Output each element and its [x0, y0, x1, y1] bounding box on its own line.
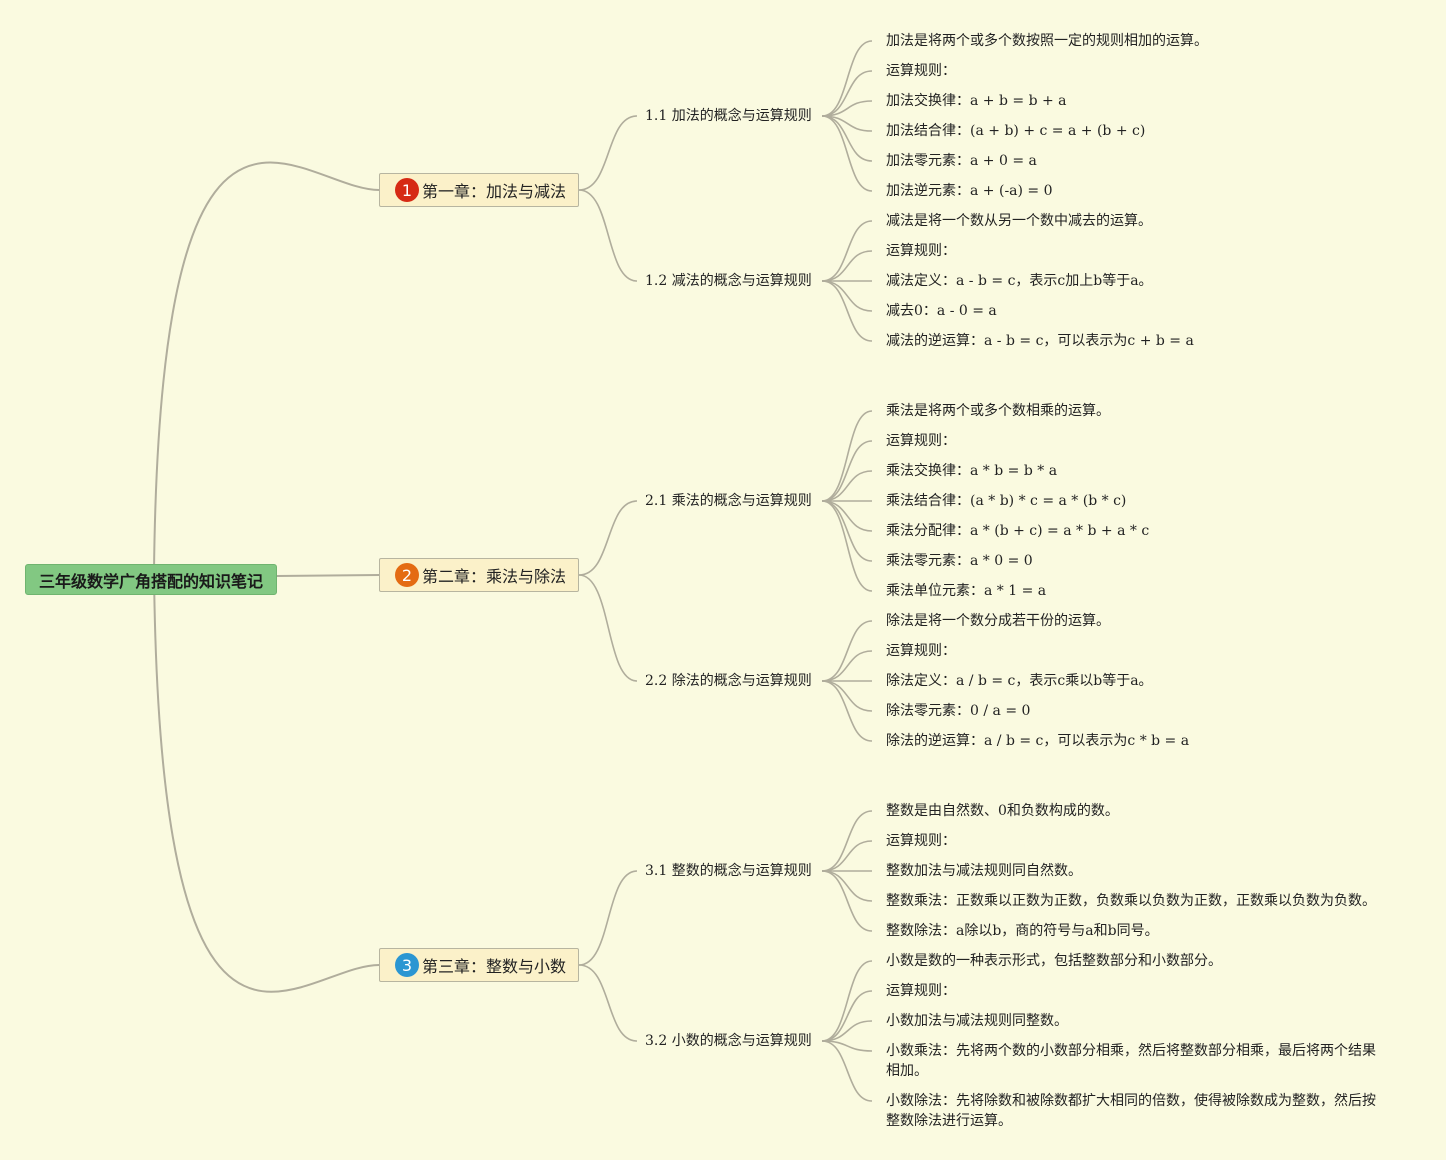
connector-line [821, 280, 873, 312]
connector-line [821, 990, 873, 1042]
section-node[interactable]: 2.1 乘法的概念与运算规则 [645, 493, 812, 509]
connector-line [821, 680, 873, 712]
section-node[interactable]: 3.2 小数的概念与运算规则 [645, 1033, 812, 1049]
section-node[interactable]: 1.1 加法的概念与运算规则 [645, 108, 812, 124]
leaf-item[interactable]: 减去0：a - 0 = a [886, 303, 997, 319]
leaf-item[interactable]: 除法零元素：0 / a = 0 [886, 703, 1031, 719]
connector-line [821, 440, 873, 502]
leaf-item[interactable]: 减法的逆运算：a - b = c，可以表示为c + b = a [886, 333, 1194, 349]
connector-line [821, 280, 873, 342]
leaf-item[interactable]: 加法交换律：a + b = b + a [886, 93, 1067, 109]
connector-line [821, 810, 873, 872]
leaf-item[interactable]: 运算规则： [886, 243, 956, 259]
connector-line [821, 870, 873, 932]
connector-line [276, 574, 380, 577]
leaf-item[interactable]: 运算规则： [886, 833, 956, 849]
chapter-number-badge: 1 [395, 178, 419, 202]
leaf-item[interactable]: 运算规则： [886, 63, 956, 79]
leaf-item[interactable]: 减法定义：a - b = c，表示c加上b等于a。 [886, 273, 1153, 289]
connector-line [821, 500, 873, 592]
leaf-item[interactable]: 加法逆元素：a + (-a) = 0 [886, 183, 1053, 199]
connector-line [153, 571, 380, 993]
chapter-number-badge: 3 [395, 953, 419, 977]
connector-line [578, 115, 638, 191]
connector-line [821, 500, 873, 562]
leaf-item[interactable]: 小数除法：先将除数和被除数都扩大相同的倍数，使得被除数成为整数，然后按整数除法进… [886, 1093, 1376, 1129]
connector-line [578, 870, 638, 966]
leaf-item[interactable]: 乘法单位元素：a * 1 = a [886, 583, 1047, 599]
leaf-item[interactable]: 整数乘法：正数乘以正数为正数，负数乘以负数为正数，正数乘以负数为负数。 [886, 893, 1376, 909]
leaf-item[interactable]: 乘法是将两个或多个数相乘的运算。 [886, 403, 1110, 419]
connector-line [578, 500, 638, 576]
leaf-item[interactable]: 加法零元素：a + 0 = a [886, 153, 1037, 169]
leaf-item[interactable]: 除法是将一个数分成若干份的运算。 [886, 613, 1110, 629]
leaf-item[interactable]: 整数是由自然数、0和负数构成的数。 [886, 803, 1119, 819]
leaf-item[interactable]: 运算规则： [886, 643, 956, 659]
connector-line [821, 500, 873, 532]
leaf-item[interactable]: 运算规则： [886, 983, 956, 999]
connector-line [821, 410, 873, 502]
leaf-item[interactable]: 乘法交换律：a * b = b * a [886, 463, 1058, 479]
leaf-item[interactable]: 加法结合律：(a + b) + c = a + (b + c) [886, 123, 1146, 139]
section-node[interactable]: 1.2 减法的概念与运算规则 [645, 273, 812, 289]
connector-line [821, 70, 873, 117]
leaf-item[interactable]: 乘法零元素：a * 0 = 0 [886, 553, 1033, 569]
connector-line [578, 964, 638, 1042]
chapter-title: 第二章：乘法与除法 [422, 567, 567, 586]
leaf-item[interactable]: 整数除法：a除以b，商的符号与a和b同号。 [886, 923, 1159, 939]
leaf-item[interactable]: 乘法分配律：a * (b + c) = a * b + a * c [886, 523, 1150, 539]
root-title: 三年级数学广角搭配的知识笔记 [38, 571, 263, 591]
leaf-item[interactable]: 小数乘法：先将两个数的小数部分相乘，然后将整数部分相乘，最后将两个结果相加。 [886, 1043, 1376, 1079]
connector-line [821, 960, 873, 1042]
leaf-item[interactable]: 除法的逆运算：a / b = c，可以表示为c * b = a [886, 733, 1190, 749]
root-topic[interactable]: 三年级数学广角搭配的知识笔记 [25, 564, 277, 595]
connector-line [821, 115, 873, 192]
section-node[interactable]: 3.1 整数的概念与运算规则 [645, 863, 812, 879]
chapter-title: 第三章：整数与小数 [422, 957, 567, 976]
chapter-number-badge: 2 [395, 563, 419, 587]
chapter-title: 第一章：加法与减法 [422, 182, 567, 201]
connector-line [821, 840, 873, 872]
leaf-item[interactable]: 除法定义：a / b = c，表示c乘以b等于a。 [886, 673, 1153, 689]
connector-line [153, 161, 380, 573]
leaf-item[interactable]: 加法是将两个或多个数按照一定的规则相加的运算。 [886, 33, 1208, 49]
leaf-item[interactable]: 小数是数的一种表示形式，包括整数部分和小数部分。 [886, 953, 1222, 969]
connector-line [821, 1040, 873, 1102]
leaf-item[interactable]: 整数加法与减法规则同自然数。 [886, 863, 1082, 879]
connector-line [821, 870, 873, 902]
section-node[interactable]: 2.2 除法的概念与运算规则 [645, 673, 812, 689]
leaf-item[interactable]: 乘法结合律：(a * b) * c = a * (b * c) [886, 493, 1127, 509]
connector-line [821, 1020, 873, 1042]
connector-line [821, 650, 873, 682]
connector-line [578, 574, 638, 682]
connector-line [821, 220, 873, 282]
leaf-item[interactable]: 减法是将一个数从另一个数中减去的运算。 [886, 213, 1152, 229]
connector-line [821, 620, 873, 682]
connector-line [578, 189, 638, 282]
connector-line [821, 40, 873, 117]
connector-line [821, 470, 873, 502]
leaf-item[interactable]: 小数加法与减法规则同整数。 [886, 1013, 1068, 1029]
leaf-item[interactable]: 运算规则： [886, 433, 956, 449]
connector-line [821, 1040, 873, 1052]
connector-line [821, 680, 873, 742]
connector-line [821, 250, 873, 282]
